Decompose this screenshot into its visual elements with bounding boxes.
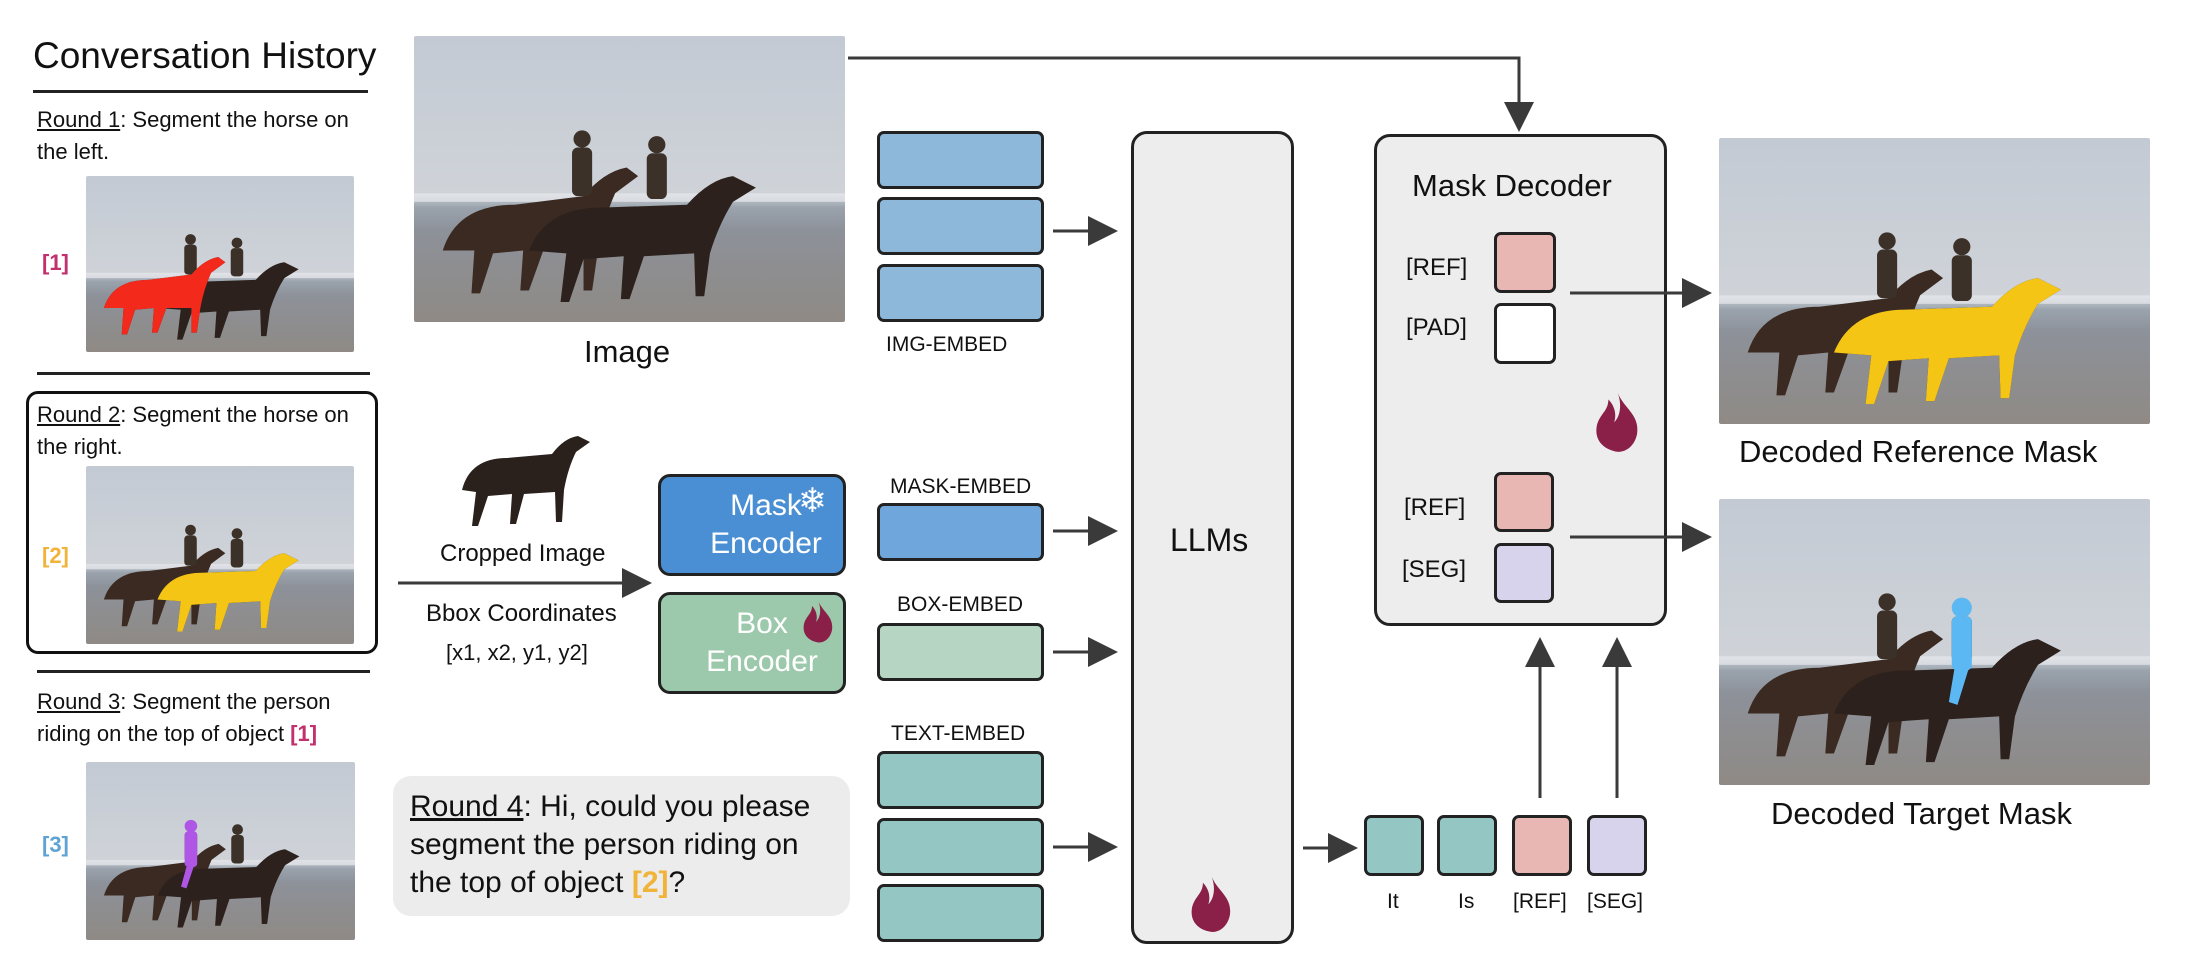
bbox-label: Bbox Coordinates — [426, 600, 617, 627]
bbox-coords: [x1, x2, y1, y2] — [446, 640, 588, 665]
snowflake-icon: ❄ — [798, 482, 827, 520]
input-image-label: Image — [584, 334, 671, 369]
round-2-image — [86, 466, 354, 644]
decoder-ref-2-label: [REF] — [1404, 494, 1466, 521]
round-1-image — [86, 176, 354, 352]
round-3-tag: [3] — [42, 832, 69, 857]
decoder-ref-1-token — [1494, 232, 1556, 293]
round-4-prompt-box — [393, 776, 850, 916]
llm-label: LLMs — [1170, 522, 1249, 558]
img-embed-1 — [877, 131, 1044, 189]
token-is-label: Is — [1458, 890, 1475, 913]
mask-embed-label: MASK-EMBED — [890, 475, 1032, 498]
round-4-ref: [2] — [631, 866, 669, 899]
token-seg — [1587, 815, 1647, 876]
round-1-tag: [1] — [42, 250, 69, 275]
decoder-ref-1-label: [REF] — [1406, 254, 1468, 281]
history-title: Conversation History — [33, 35, 377, 76]
round-4-body: : Hi, could you please segment the perso… — [410, 790, 811, 899]
img-embed-label: IMG-EMBED — [886, 333, 1008, 356]
cropped-image-label: Cropped Image — [440, 540, 606, 567]
round-2-name: Round 2 — [37, 402, 121, 427]
decoder-seg-label: [SEG] — [1402, 556, 1467, 583]
token-ref — [1512, 815, 1572, 876]
divider-2 — [37, 670, 370, 673]
box-embed — [877, 623, 1044, 681]
decoded-target-image — [1719, 499, 2150, 785]
round-2-body: : Segment the horse on the right. — [37, 402, 349, 459]
box-encoder-line1: Box — [736, 607, 788, 640]
decoder-pad-label: [PAD] — [1406, 314, 1467, 341]
round-1-name: Round 1 — [37, 107, 121, 132]
token-ref-label: [REF] — [1513, 890, 1567, 913]
decoded-reference-image — [1719, 138, 2150, 424]
token-seg-label: [SEG] — [1587, 890, 1644, 913]
text-embed-3 — [877, 884, 1044, 942]
mask-encoder-line1: Mask — [730, 489, 802, 522]
flame-icon — [803, 600, 833, 643]
box-embed-label: BOX-EMBED — [897, 593, 1024, 616]
decoder-seg-token — [1494, 543, 1554, 603]
mask-encoder: Mask Encoder — [658, 474, 846, 576]
round-3-text: Round 3: Segment the person riding on th… — [37, 686, 377, 750]
token-it-label: It — [1387, 890, 1399, 913]
img-embed-2 — [877, 197, 1044, 255]
round-3-ref: [1] — [290, 721, 318, 746]
decoder-flame-icon — [1596, 390, 1638, 452]
mask-decoder-title: Mask Decoder — [1412, 168, 1612, 203]
token-is — [1437, 815, 1497, 876]
img-embed-3 — [877, 264, 1044, 322]
divider-1 — [37, 372, 370, 375]
box-encoder-line2: Encoder — [706, 645, 818, 678]
decoder-ref-2-token — [1494, 472, 1554, 532]
mask-embed — [877, 503, 1044, 561]
decoded-reference-label: Decoded Reference Mask — [1739, 434, 2098, 469]
decoder-pad-token — [1494, 303, 1556, 364]
round-4-end: ? — [668, 866, 686, 899]
round-4-prompt-text: Round 4: Hi, could you please segment th… — [410, 788, 835, 902]
decoded-target-label: Decoded Target Mask — [1771, 796, 2072, 831]
token-it — [1364, 815, 1424, 876]
text-embed-2 — [877, 818, 1044, 876]
round-1-body: : Segment the horse on the left. — [37, 107, 349, 164]
box-encoder: Box Encoder — [658, 592, 846, 694]
round-4-name: Round 4 — [410, 790, 524, 823]
text-embed-1 — [877, 751, 1044, 809]
round-2-text: Round 2: Segment the horse on the right. — [37, 399, 367, 463]
round-3-body: : Segment the person riding on the top o… — [37, 689, 331, 746]
llm-flame-icon — [1191, 874, 1231, 932]
mask-encoder-line2: Encoder — [710, 527, 822, 560]
round-3-image — [86, 762, 355, 940]
text-embed-label: TEXT-EMBED — [891, 722, 1026, 745]
round-3-name: Round 3 — [37, 689, 121, 714]
llm-block — [1131, 131, 1294, 944]
cropped-horse-image — [462, 436, 590, 526]
round-1-text: Round 1: Segment the horse on the left. — [37, 104, 367, 168]
history-title-rule — [33, 90, 368, 93]
round-2-frame — [26, 391, 378, 654]
arrow-image-to-decoder — [848, 56, 1534, 132]
round-2-tag: [2] — [42, 543, 69, 568]
